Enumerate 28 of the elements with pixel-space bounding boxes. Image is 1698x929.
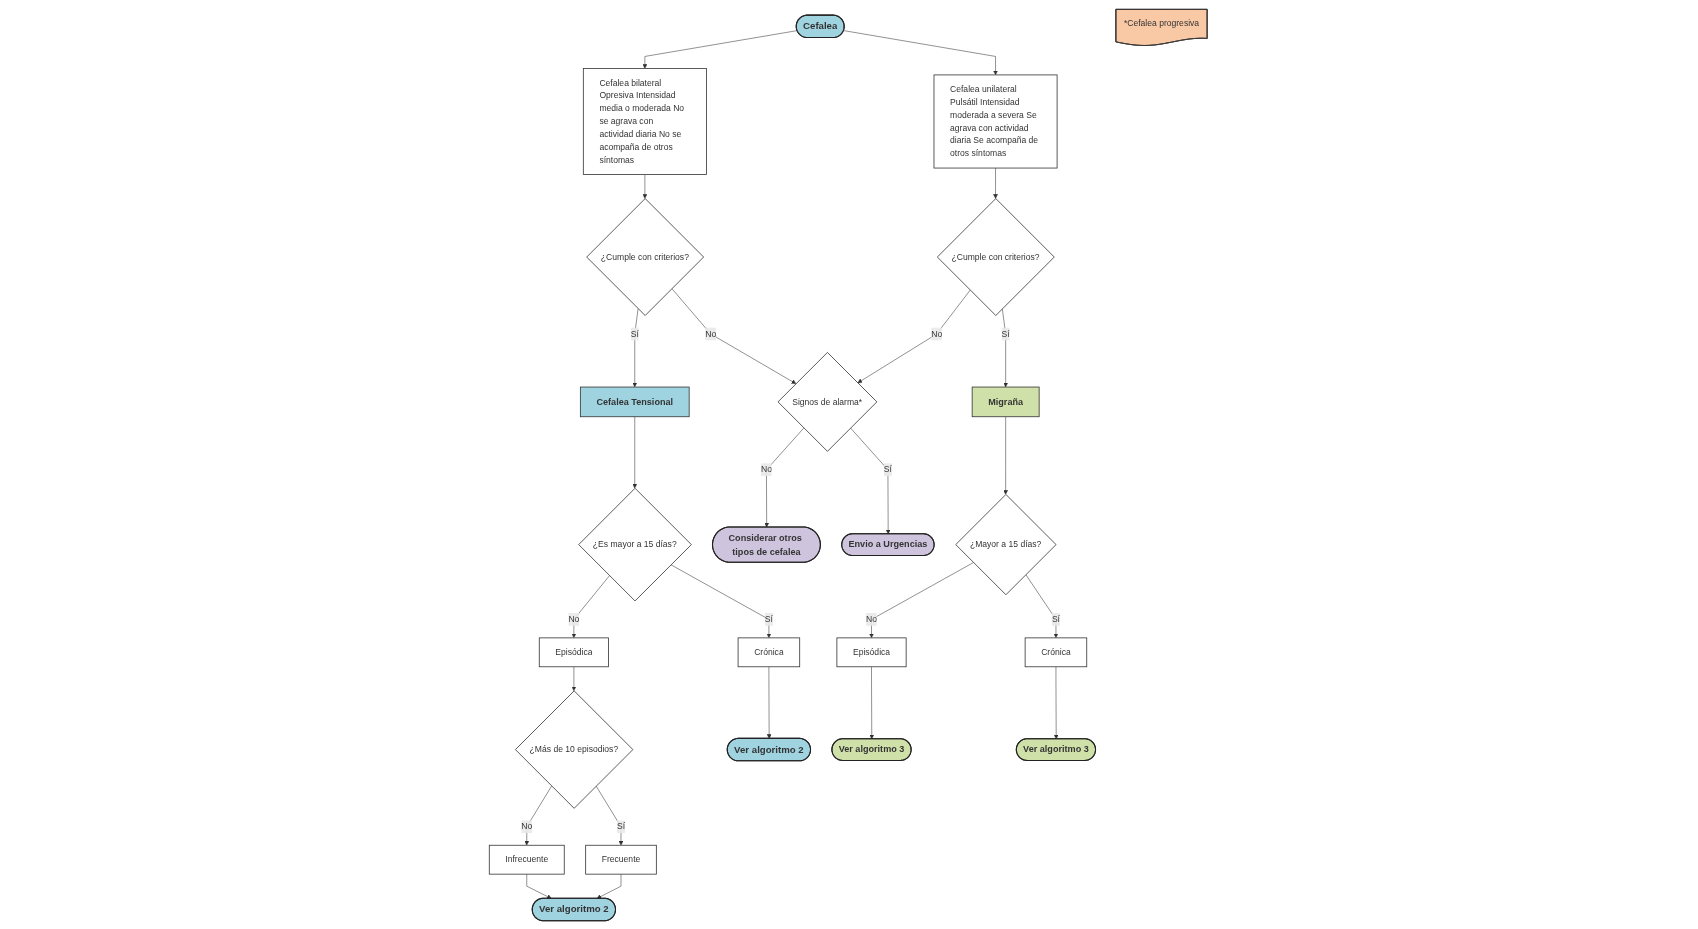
node-diamond: ¿Más de 10 episodios?	[515, 690, 634, 809]
edge-label: Sí	[630, 329, 640, 339]
edge-label: No	[866, 614, 878, 624]
node-box: Crónica	[737, 637, 801, 668]
node-box: Cefalea bilateral Opresiva Intensidad media o moderada No se agrava con actividad diaria No se acompaña de otros síntomas	[583, 68, 708, 175]
node-diamond: ¿Mayor a 15 días?	[955, 494, 1057, 596]
node-box: Cefalea unilateral Pulsátil Intensidad moderada a severa Se agrava con actividad diaria Se acompaña de otros síntomas	[933, 74, 1058, 169]
node-diamond: ¿Es mayor a 15 días?	[578, 487, 692, 602]
edge-label: Sí	[1001, 329, 1010, 339]
edge-label: Sí	[884, 464, 893, 475]
node-box: Infrecuente	[489, 844, 565, 875]
node-box: Frecuente	[585, 844, 657, 875]
edge-label: No	[705, 329, 717, 339]
node-diamond: ¿Cumple con criterios?	[937, 198, 1055, 316]
node-box: Migraña	[972, 386, 1040, 418]
node-diamond: ¿Cumple con criterios?	[586, 198, 705, 316]
edge-label: No	[521, 821, 533, 832]
node-diamond: Signos de alarma*	[777, 352, 878, 452]
node-box: Crónica	[1025, 637, 1088, 668]
node-box: Episódica	[539, 637, 610, 668]
node-box: Episódica	[836, 637, 907, 668]
edge-label: Sí	[765, 614, 774, 624]
edge-label: Sí	[1052, 614, 1061, 624]
edge-label: No	[761, 464, 773, 475]
edge-label: Sí	[617, 821, 626, 832]
edge-label: No	[568, 614, 580, 624]
edge-label: No	[931, 329, 943, 339]
node-box: Cefalea Tensional	[580, 386, 690, 418]
